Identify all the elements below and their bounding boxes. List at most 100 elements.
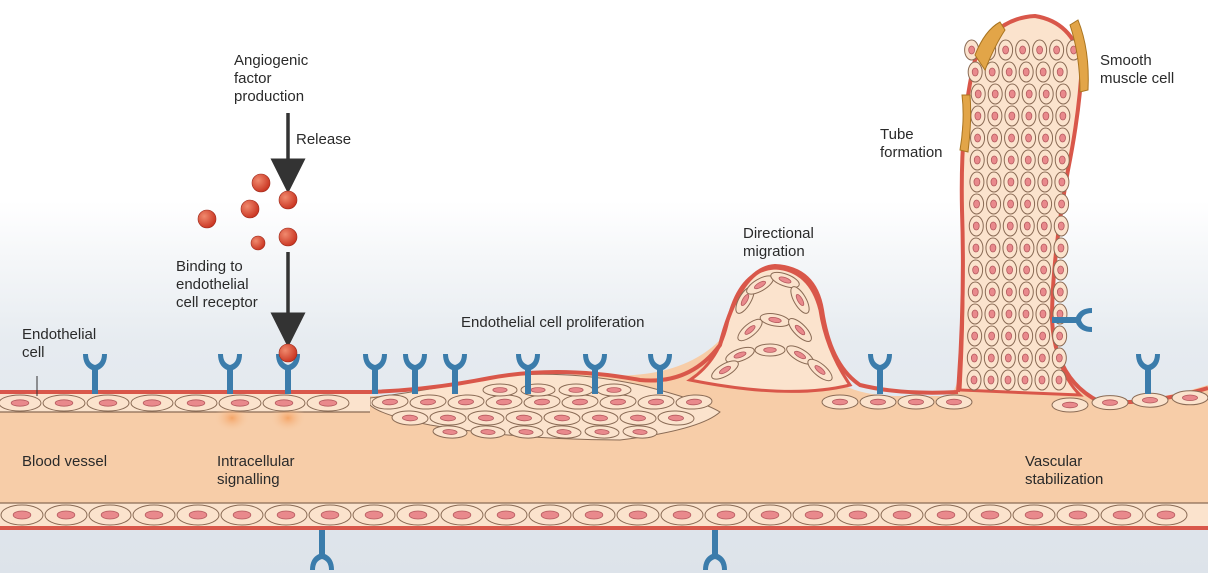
nucleus xyxy=(1056,376,1062,384)
endothelial-cell xyxy=(1021,150,1035,170)
vascular-label: Vascular stabilization xyxy=(1025,453,1103,489)
endothelial-cell xyxy=(1019,304,1033,324)
nucleus xyxy=(990,222,996,230)
nucleus xyxy=(541,511,559,519)
nucleus xyxy=(1069,511,1087,519)
endothelial-cell xyxy=(1002,62,1016,82)
endothelial-cell xyxy=(397,505,439,525)
nucleus xyxy=(764,348,777,353)
endothelial-cell xyxy=(45,505,87,525)
endothelial-cell xyxy=(837,505,879,525)
nucleus xyxy=(893,511,911,519)
endothelial-cell xyxy=(1019,62,1033,82)
endothelial-cell xyxy=(1053,62,1067,82)
nucleus xyxy=(1043,112,1049,120)
nucleus xyxy=(275,400,293,406)
endothelial-cell xyxy=(1022,84,1036,104)
nucleus xyxy=(1060,134,1066,142)
endothelial-cell xyxy=(1022,106,1036,126)
nucleus xyxy=(972,332,978,340)
endothelial-cell xyxy=(573,505,615,525)
nucleus xyxy=(1058,266,1064,274)
endothelial-cell xyxy=(970,194,984,214)
nucleus xyxy=(610,399,625,405)
endothelial-cell xyxy=(1172,391,1208,405)
nucleus xyxy=(1005,376,1011,384)
nucleus xyxy=(1043,134,1049,142)
nucleus xyxy=(233,511,251,519)
proliferation-label: Endothelial cell proliferation xyxy=(461,314,644,332)
nucleus xyxy=(443,429,458,435)
binding-label: Binding to endothelial cell receptor xyxy=(176,258,258,312)
nucleus xyxy=(1040,332,1046,340)
endothelial-cell xyxy=(936,395,972,409)
nucleus xyxy=(319,400,337,406)
nucleus xyxy=(972,310,978,318)
nucleus xyxy=(1182,395,1197,401)
nucleus xyxy=(1025,178,1031,186)
nucleus xyxy=(458,399,473,405)
nucleus xyxy=(557,429,572,435)
nucleus xyxy=(1042,200,1048,208)
nucleus xyxy=(1022,354,1028,362)
nucleus xyxy=(1057,310,1063,318)
nucleus xyxy=(402,415,417,421)
endothelial-cell xyxy=(1016,40,1030,60)
nucleus xyxy=(1025,200,1031,208)
endothelial-cell xyxy=(970,150,984,170)
nucleus xyxy=(1043,90,1049,98)
nucleus xyxy=(1113,511,1131,519)
nucleus xyxy=(1026,112,1032,120)
endothelial-cell xyxy=(988,128,1002,148)
endothelial-cell xyxy=(0,395,41,411)
endothelial-cell xyxy=(1055,172,1069,192)
nucleus xyxy=(1059,200,1065,208)
endothelial-cell xyxy=(1005,128,1019,148)
endothelial-cell xyxy=(1003,260,1017,280)
endothelial-cell xyxy=(483,384,517,396)
endothelial-cell xyxy=(925,505,967,525)
endothelial-cell xyxy=(1053,282,1067,302)
endothelial-cell xyxy=(969,216,983,236)
nucleus xyxy=(481,429,496,435)
endothelial-cell xyxy=(1021,194,1035,214)
nucleus xyxy=(975,112,981,120)
endothelial-cell xyxy=(1033,40,1047,60)
endothelial-cell xyxy=(87,395,129,411)
nucleus xyxy=(1042,156,1048,164)
endothelial-cell xyxy=(1019,282,1033,302)
nucleus xyxy=(1024,244,1030,252)
nucleus xyxy=(478,415,493,421)
nucleus xyxy=(1025,511,1043,519)
smooth-muscle-label: Smooth muscle cell xyxy=(1100,52,1174,88)
endothelial-cell xyxy=(705,505,747,525)
nucleus xyxy=(990,266,996,274)
endothelial-cell xyxy=(1132,393,1168,407)
endothelial-cell xyxy=(971,128,985,148)
endothelial-cell xyxy=(793,505,835,525)
nucleus xyxy=(973,266,979,274)
nucleus xyxy=(569,388,583,393)
endothelial-cell xyxy=(985,282,999,302)
nucleus xyxy=(1058,244,1064,252)
nucleus xyxy=(1003,46,1009,54)
nucleus xyxy=(992,112,998,120)
nucleus xyxy=(1023,310,1029,318)
nucleus xyxy=(849,511,867,519)
nucleus xyxy=(1008,156,1014,164)
endothelial-cell xyxy=(131,395,173,411)
nucleus xyxy=(991,178,997,186)
nucleus xyxy=(1057,332,1063,340)
nucleus xyxy=(572,399,587,405)
endothelial-cell xyxy=(1019,326,1033,346)
nucleus xyxy=(686,399,701,405)
nucleus xyxy=(1142,397,1157,403)
nucleus xyxy=(761,511,779,519)
nucleus xyxy=(496,399,511,405)
nucleus xyxy=(1009,90,1015,98)
endothelial-cell xyxy=(1005,106,1019,126)
nucleus xyxy=(1007,222,1013,230)
nucleus xyxy=(992,134,998,142)
endothelial-cell xyxy=(175,395,217,411)
nucleus xyxy=(969,46,975,54)
